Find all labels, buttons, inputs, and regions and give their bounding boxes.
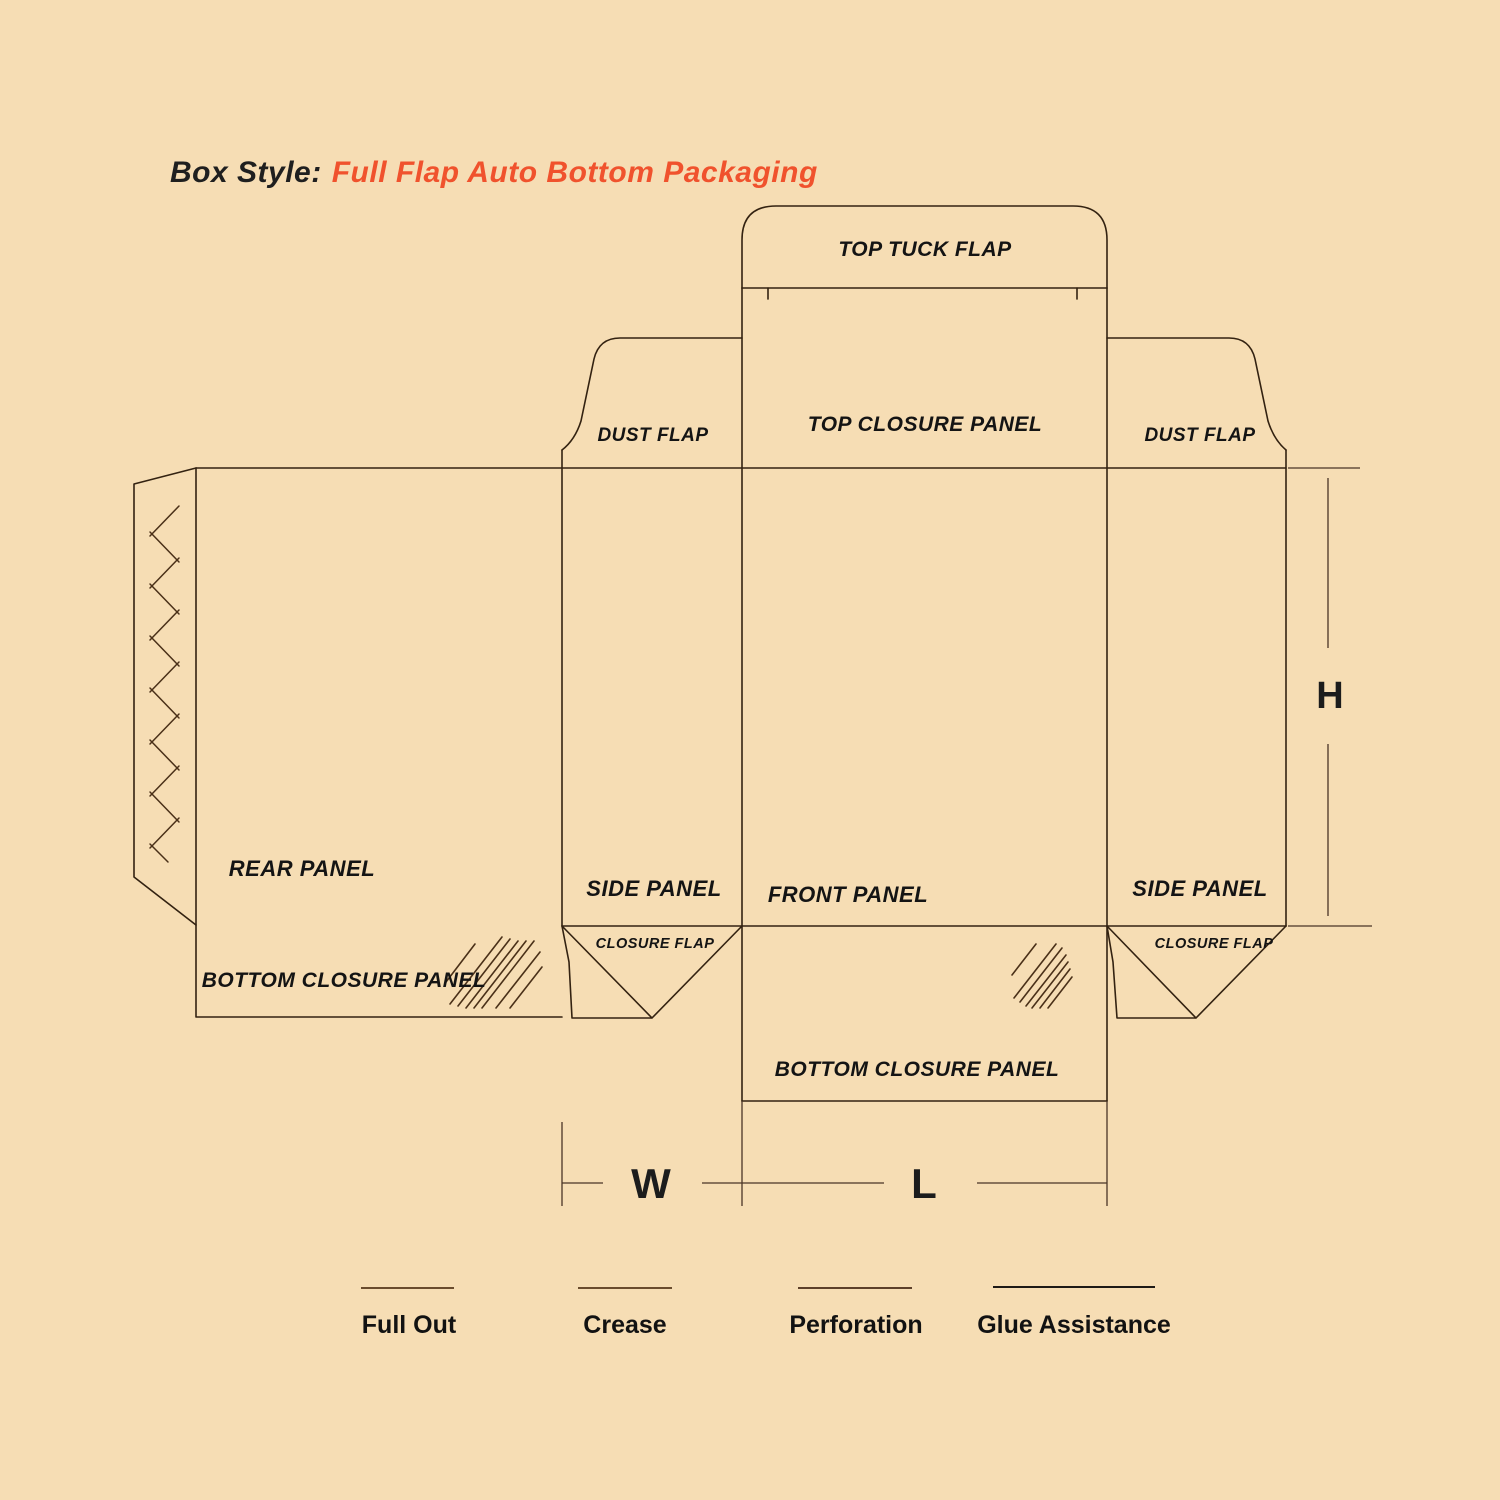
label-dust-flap-right: DUST FLAP (1144, 425, 1255, 446)
closure-flap-right-outline (1106, 925, 1287, 1019)
dimension-markers (561, 467, 1372, 1206)
title-box-style-name: Full Flap Auto Bottom Packaging (331, 156, 818, 189)
closure-flap-left-outline (561, 925, 743, 1019)
label-dimension-w: W (631, 1160, 671, 1207)
label-rear-panel: REAR PANEL (229, 856, 375, 881)
label-dimension-l: L (911, 1160, 937, 1207)
panel-labels: TOP TUCK FLAP DUST FLAP TOP CLOSURE PANE… (202, 238, 1274, 1081)
label-closure-flap-left: CLOSURE FLAP (596, 936, 715, 952)
label-dimension-h: H (1316, 675, 1343, 717)
title-prefix: Box Style: (170, 156, 322, 189)
dust-flap-right-outline (1106, 337, 1287, 451)
legend-label-crease: Crease (583, 1311, 666, 1339)
page-title: Box Style: Full Flap Auto Bottom Packagin… (170, 156, 818, 190)
label-front-panel: FRONT PANEL (768, 882, 928, 907)
perforation-zigzag (149, 505, 180, 863)
legend-label-full-out: Full Out (362, 1311, 457, 1339)
label-top-tuck-flap: TOP TUCK FLAP (838, 238, 1012, 261)
label-side-panel-right: SIDE PANEL (1132, 876, 1267, 901)
glue-flap-outline (133, 467, 197, 926)
dust-flap-left-outline (561, 337, 743, 451)
glue-hatch-left (445, 936, 543, 1009)
label-top-closure-panel: TOP CLOSURE PANEL (808, 413, 1042, 436)
label-bottom-closure-rear: BOTTOM CLOSURE PANEL (202, 969, 487, 992)
label-side-panel-left: SIDE PANEL (586, 876, 721, 901)
top-tuck-flap-outline (741, 205, 1108, 289)
dieline-outlines (133, 205, 1287, 1102)
rear-panel-outline (195, 467, 563, 1018)
legend: Full Out Crease Perforation Glue Assista… (361, 1286, 1171, 1339)
label-bottom-closure-front: BOTTOM CLOSURE PANEL (775, 1058, 1060, 1081)
label-dust-flap-left: DUST FLAP (597, 425, 708, 446)
dimension-labels: H W L (631, 675, 1344, 1207)
legend-label-perforation: Perforation (789, 1311, 922, 1339)
legend-label-glue-assistance: Glue Assistance (977, 1311, 1171, 1339)
glue-hatch-right (1011, 943, 1073, 1009)
label-closure-flap-right: CLOSURE FLAP (1155, 936, 1274, 952)
